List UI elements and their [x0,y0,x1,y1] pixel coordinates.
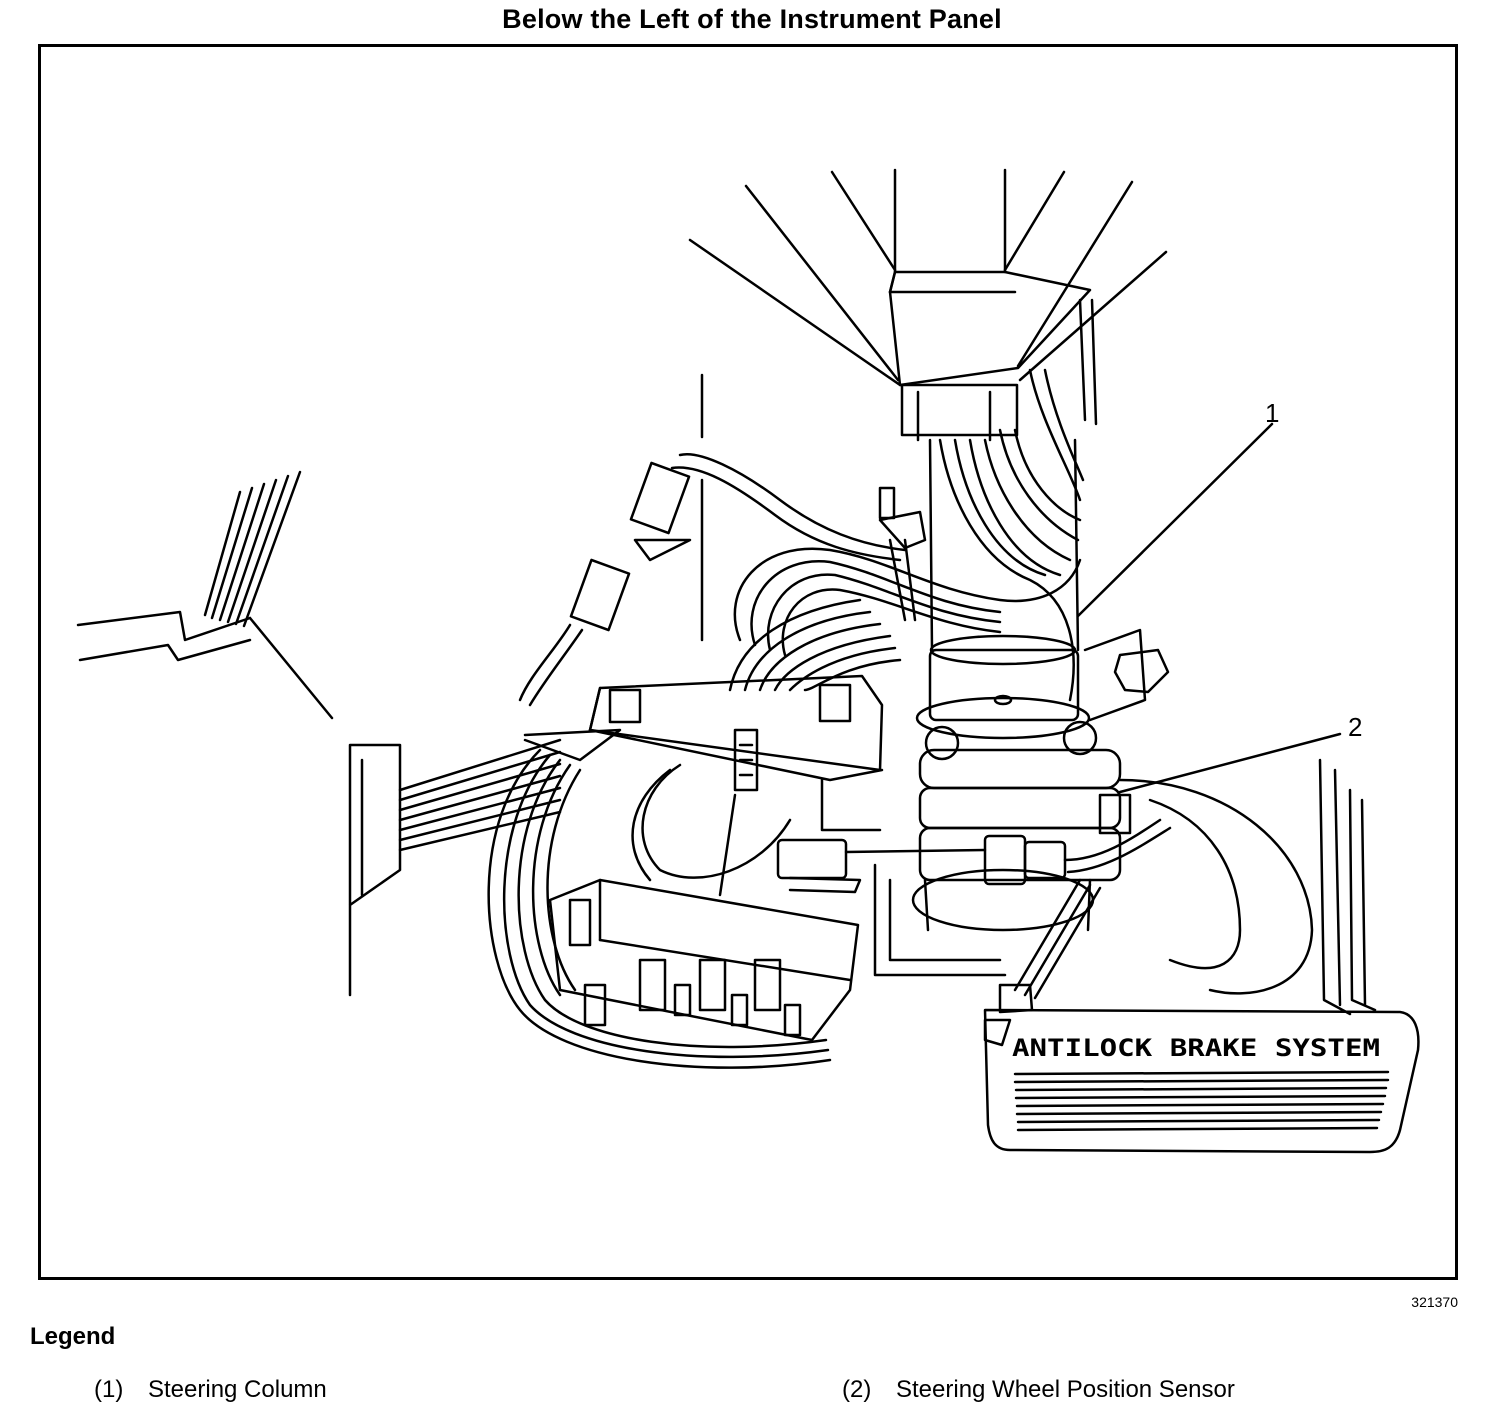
legend-item-label: Steering Wheel Position Sensor [896,1376,1235,1403]
upper-connector-module [523,373,884,832]
dash-cover-lines [688,168,1168,387]
callout-2-label: 2 [1348,712,1362,742]
steering-column [911,438,1170,932]
callout-1-label: 1 [1265,398,1279,428]
inline-connectors [518,452,907,707]
legend-item-position-sensor: (2) Steering Wheel Position Sensor [842,1376,1235,1404]
column-mount-block [900,298,1098,442]
legend-heading: Legend [30,1323,116,1350]
legend-item-label: Steering Column [148,1376,327,1403]
lower-connector-block [487,748,860,1069]
column-boot [873,778,1314,995]
left-panel-block [348,738,562,997]
callout-leaders [1076,422,1342,794]
legend-item-number: (1) [94,1376,124,1403]
legend-item-steering-column: (1) Steering Column [94,1376,327,1404]
illustration-frame [38,44,1458,1280]
brake-pedal [983,758,1420,1154]
left-dash-edge [76,470,334,720]
pedal-label: ANTILOCK BRAKE SYSTEM [1012,1034,1380,1062]
position-sensor-connector [776,793,1172,1047]
legend-item-number: (2) [842,1376,872,1403]
wire-harness [728,368,1085,702]
figure-number: 321370 [1411,1294,1458,1310]
harness-clip [878,486,927,622]
diagram-title: Below the Left of the Instrument Panel [502,4,1002,34]
